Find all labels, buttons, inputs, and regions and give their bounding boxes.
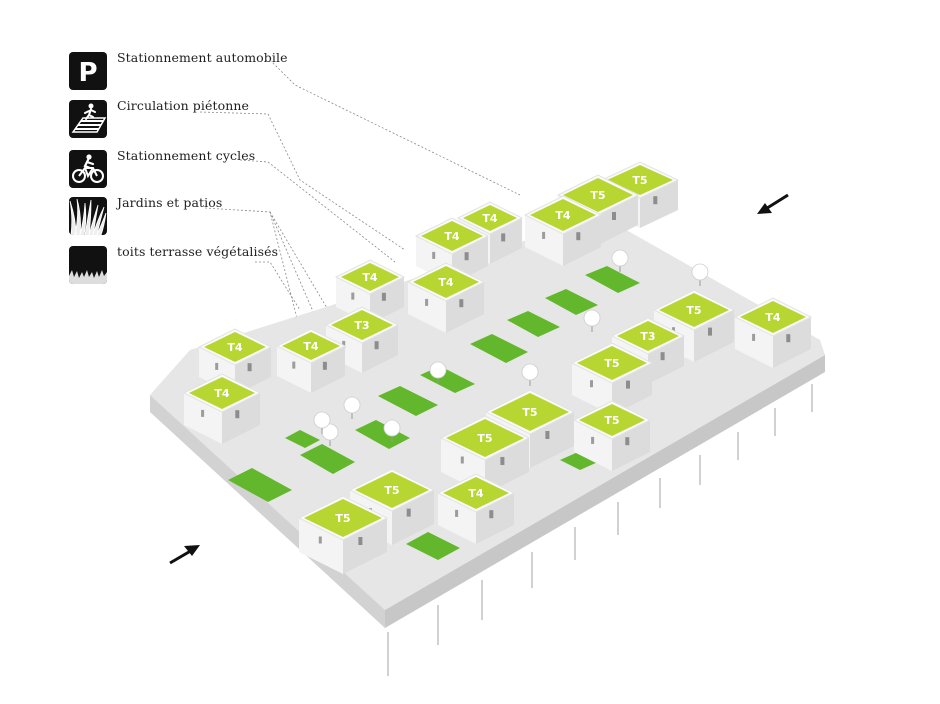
unit-type-label: T4 — [214, 387, 230, 400]
unit-block: T5 — [652, 289, 736, 362]
svg-text:P: P — [78, 58, 97, 88]
legend-label: Circulation piétonne — [117, 98, 250, 113]
unit-type-label: T4 — [227, 341, 243, 354]
gardens — [228, 266, 640, 560]
tree-icon — [383, 419, 401, 442]
unit-type-label: T4 — [362, 271, 378, 284]
unit-block: T4 — [436, 473, 516, 544]
unit-type-label: T5 — [604, 357, 619, 370]
unit-type-label: T4 — [468, 487, 484, 500]
grass-icon — [69, 197, 107, 235]
unit-block: T4 — [197, 328, 273, 395]
pedestrian-icon — [69, 100, 107, 138]
unit-type-label: T4 — [555, 209, 571, 222]
tree-icon — [691, 263, 709, 286]
tree-icon — [583, 309, 601, 332]
unit-type-label: T4 — [765, 311, 781, 324]
unit-type-label: T5 — [604, 414, 619, 427]
legend-label: Stationnement automobile — [117, 50, 288, 65]
unit-type-label: T4 — [438, 276, 454, 289]
unit-type-label: T3 — [354, 319, 369, 332]
parking-icon: P — [69, 52, 107, 90]
bicycle-icon — [69, 150, 107, 188]
unit-type-label: T3 — [640, 330, 655, 343]
unit-block: T4 — [733, 297, 813, 368]
legend-label: Jardins et patios — [117, 195, 223, 210]
unit-block: T5 — [570, 342, 654, 415]
pilotis — [387, 384, 813, 676]
unit-block: T4 — [523, 195, 603, 266]
tree-icon — [611, 249, 629, 272]
unit-block: T5 — [297, 495, 389, 574]
unit-type-label: T5 — [686, 304, 701, 317]
unit-type-label: T5 — [384, 484, 399, 497]
tree-icon — [313, 411, 331, 434]
unit-type-label: T5 — [522, 406, 537, 419]
entry-arrow-top-right-icon — [757, 193, 789, 214]
tree-icon — [343, 396, 361, 419]
unit-block: T4 — [275, 328, 347, 393]
tree-icon — [429, 361, 447, 384]
unit-block: T4 — [182, 373, 262, 444]
unit-type-label: T4 — [444, 230, 460, 243]
unit-type-label: T5 — [477, 432, 492, 445]
unit-block: T5 — [572, 400, 652, 471]
tree-icon — [521, 363, 539, 386]
unit-type-label: T4 — [482, 212, 498, 225]
legend-label: Stationnement cycles — [117, 148, 256, 163]
entry-arrow-bottom-left-icon — [169, 545, 200, 565]
green-roof-icon — [69, 246, 107, 284]
unit-type-label: T5 — [335, 512, 350, 525]
unit-type-label: T4 — [303, 340, 319, 353]
unit-type-label: T5 — [590, 189, 605, 202]
legend-label: toits terrasse végétalisés — [117, 244, 279, 259]
unit-type-label: T5 — [632, 174, 647, 187]
unit-block: T5 — [439, 415, 531, 494]
unit-block: T4 — [406, 262, 486, 333]
